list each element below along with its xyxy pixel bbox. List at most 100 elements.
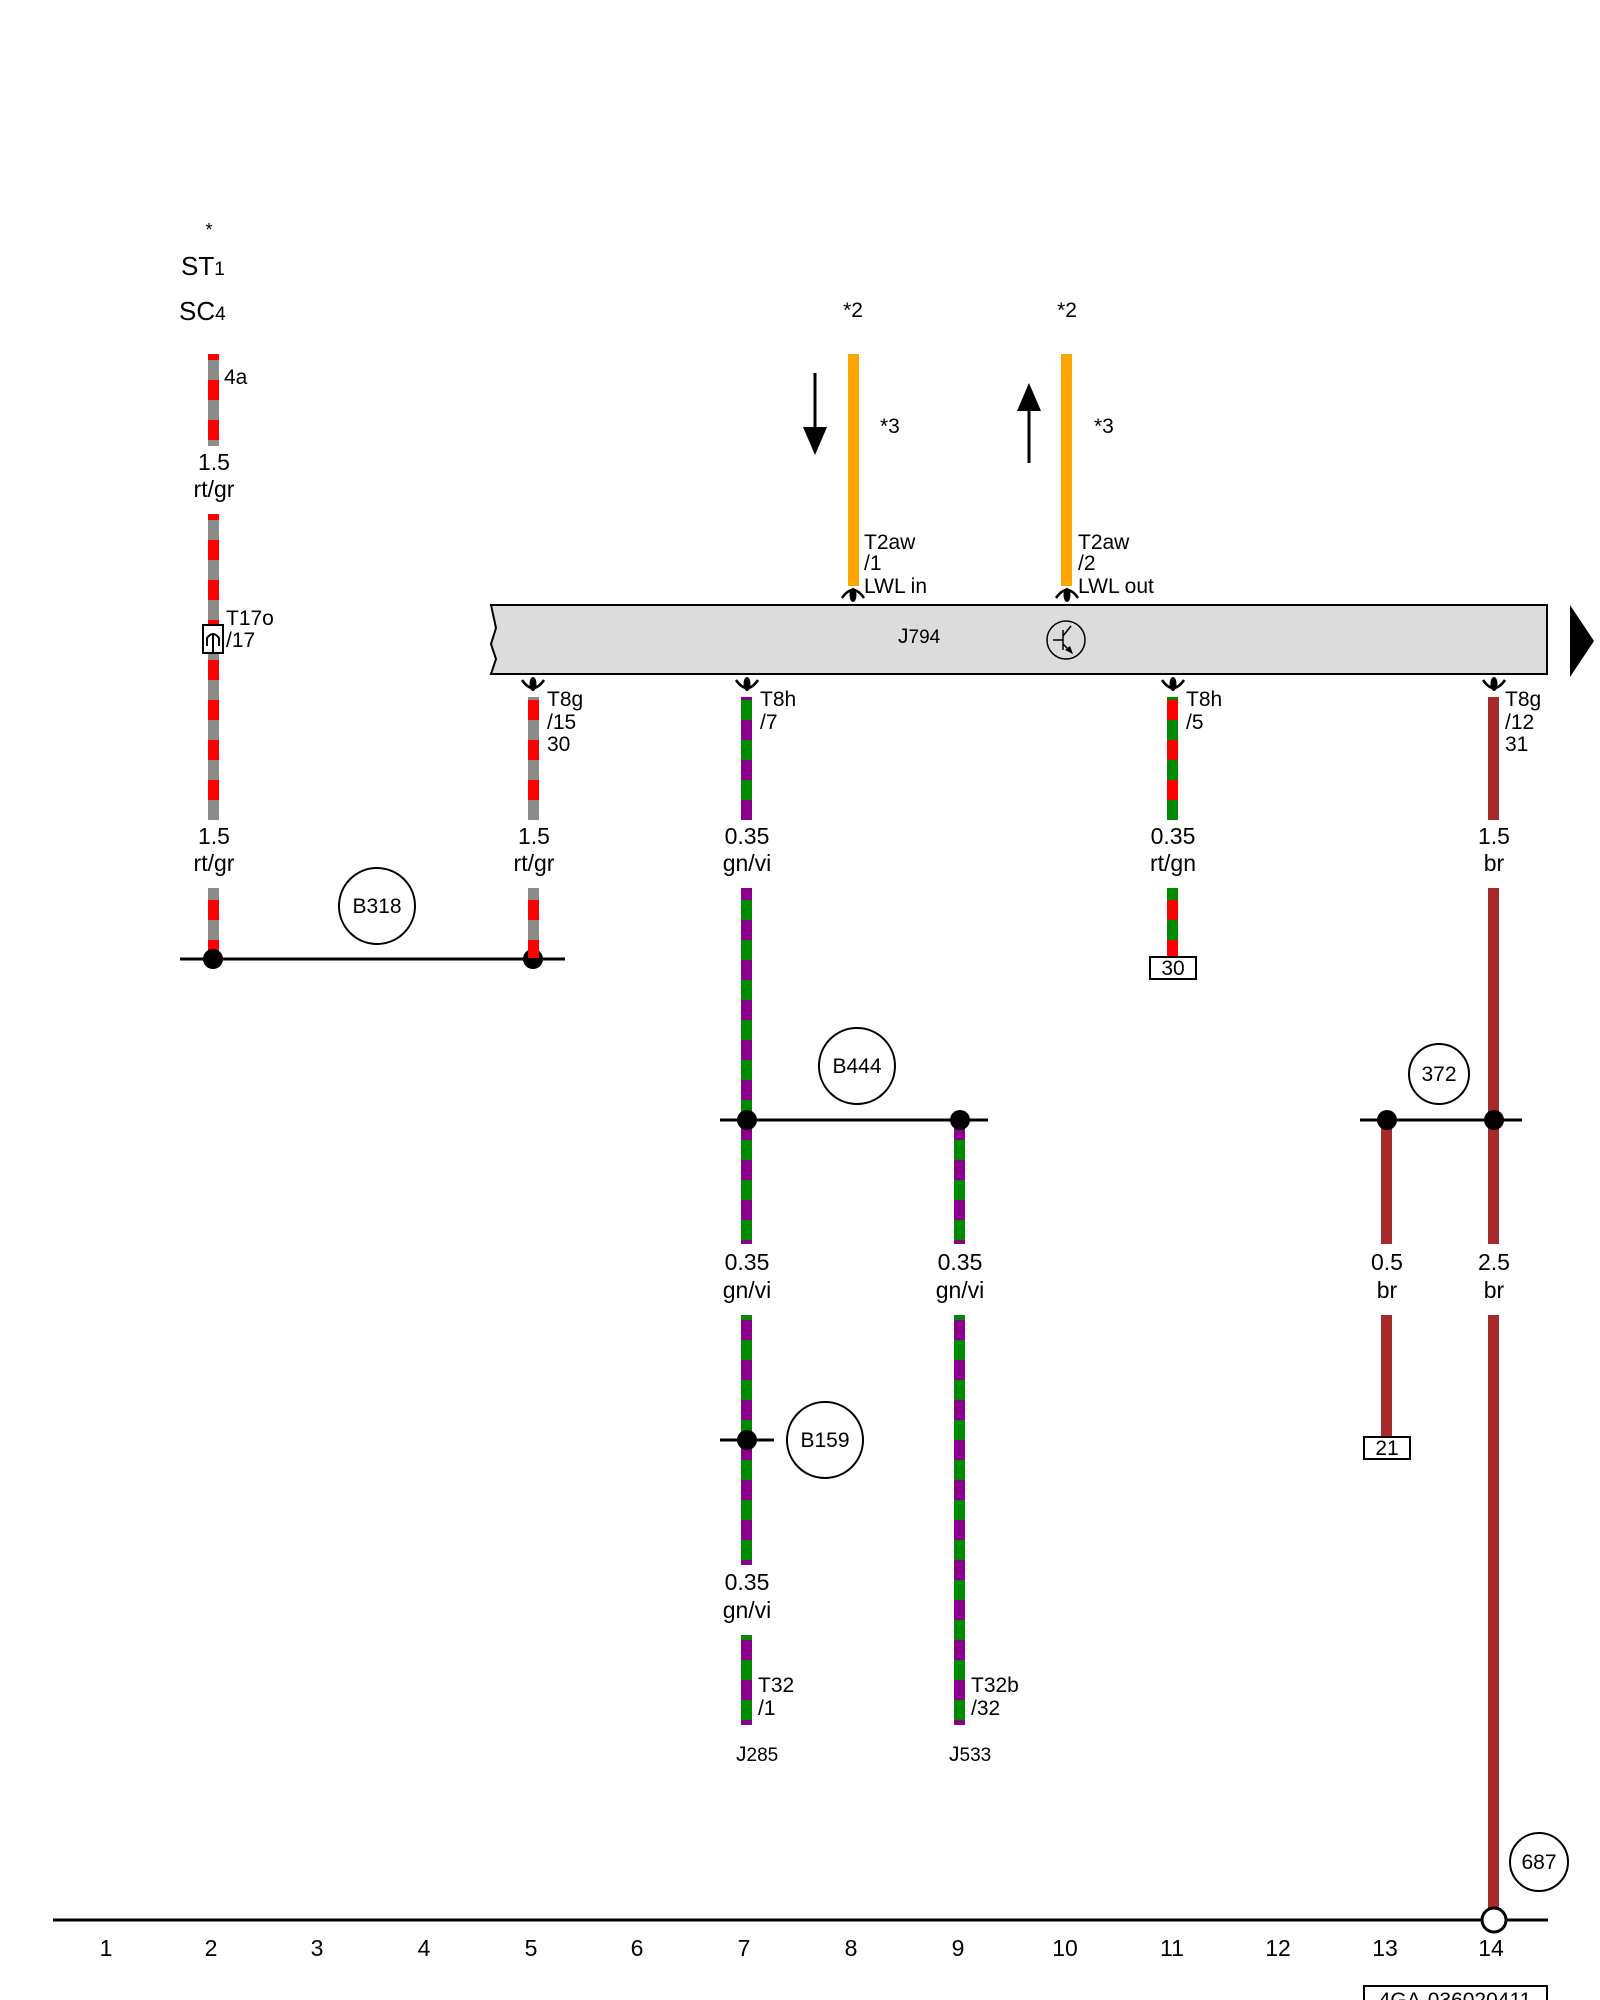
wire-gnvi-col7-mid [741,888,752,1244]
wire-rtgr-top [208,354,219,446]
wire-color: gn/vi [723,1597,772,1623]
wire-size: 1.5 [198,823,230,849]
wire-color: rt/gr [194,476,235,502]
connector-pin-icon [1481,677,1507,691]
fiber-note: *2 [843,299,863,322]
connector-t2aw-2-name: T2aw [1078,531,1130,554]
column-number: 13 [1372,1935,1398,1961]
fiber-note: *3 [1094,415,1114,438]
wire-rtgn-col11-bottom [1167,888,1178,958]
wire-color: rt/gr [194,850,235,876]
document-number-box [1363,1985,1548,2000]
transistor-icon [1046,620,1086,660]
column-number: 5 [525,1935,538,1961]
wire-size: 0.35 [725,823,770,849]
wire-rtgr-bottom [208,888,219,958]
fuse-pin-label: 4a [224,366,248,389]
wire-color: br [1484,1277,1505,1303]
connector-t8g-15-pin: /15 [547,711,576,734]
connector-t32-1-pin: /1 [758,1697,776,1720]
ground-connection-point [1480,1906,1508,1934]
splice-372-label: 372 [1421,1063,1456,1086]
splice-b318-label: B318 [352,895,401,918]
connector-t2aw-1-name: T2aw [864,531,916,554]
connector-t32-1-name: T32 [758,1674,794,1697]
column-number: 6 [631,1935,644,1961]
splice-b159-circle [786,1401,864,1479]
wire-gnvi-col7-top [741,697,752,820]
fiber-note: *3 [880,415,900,438]
wire-color: rt/gn [1150,850,1196,876]
connector-t8h-7-name: T8h [760,688,796,711]
connector-t2aw-1-signal: LWL in [864,575,927,598]
wire-rtgn-col11-top [1167,697,1178,820]
wire-rtgr-col5-bottom [528,888,539,958]
wire-color: br [1377,1277,1398,1303]
connector-t8h-5-name: T8h [1186,688,1222,711]
control-unit-j794-body [489,604,1548,675]
column-number: 12 [1265,1935,1291,1961]
splice-b318-circle [338,867,416,945]
wire-color: gn/vi [723,1277,772,1303]
splice-dot [1484,1110,1504,1130]
splice-372-circle [1408,1043,1470,1105]
column-number: 7 [738,1935,751,1961]
connector-pin-icon [1160,677,1186,691]
wire-color: gn/vi [723,850,772,876]
continuation-arrow-icon [1570,605,1594,677]
connector-t17o-name: T17o [226,607,274,630]
component-j285-label: J285 [736,1743,778,1766]
fuse-asterisk: * [205,220,212,240]
ground-687-circle [1509,1832,1569,1892]
wire-size: 0.35 [938,1249,983,1275]
connector-t2aw-1-pin: /1 [864,552,882,575]
splice-b444-label: B444 [832,1055,881,1078]
terminal-box-21 [1363,1436,1411,1460]
wire-rtgr-mid [208,514,219,820]
fiber-lwl-in [848,354,859,586]
connector-t17o-pin: /17 [226,629,255,652]
splice-b159-label: B159 [800,1429,849,1452]
wire-size: 1.5 [198,449,230,475]
wire-br-col14-lower [1488,1315,1499,1913]
splice-dot [203,949,223,969]
terminal-box-30-label: 30 [1161,957,1184,980]
wire-size: 0.35 [1151,823,1196,849]
wire-size: 2.5 [1478,1249,1510,1275]
terminal-box-21-label: 21 [1375,1437,1398,1460]
column-number: 9 [952,1935,965,1961]
column-number: 3 [311,1935,324,1961]
splice-dot [737,1430,757,1450]
column-number: 1 [100,1935,113,1961]
wire-br-col13-lower [1381,1315,1392,1440]
fuse-st-label: ST1 [181,251,225,281]
connector-t8h-7-pin: /7 [760,711,778,734]
connector-pin-icon [520,677,546,691]
wire-rtgr-col5-top [528,697,539,820]
connector-t32b-32-pin: /32 [971,1697,1000,1720]
connector-t32b-32-name: T32b [971,1674,1019,1697]
wire-gnvi-col9-top [954,1122,965,1244]
connector-t8g-15-name: T8g [547,688,583,711]
wire-size: 1.5 [518,823,550,849]
column-number-axis: 1 2 3 4 5 6 7 8 9 10 11 12 13 14 [100,1935,1504,1961]
arrow-up-icon [1017,383,1041,463]
arrow-down-icon [803,373,827,455]
document-number: 4GA-036020411 [1379,1989,1532,2000]
wire-color: rt/gr [514,850,555,876]
wire-gnvi-col7-end [741,1635,752,1725]
connector-pin-icon [1054,588,1080,602]
component-j533-label: J533 [949,1743,991,1766]
connector-t8g-12-term: 31 [1505,733,1528,756]
connector-t2aw-2-signal: LWL out [1078,575,1154,598]
wire-size: 0.35 [725,1249,770,1275]
connector-t17o-symbol [202,624,224,654]
control-unit-j794-label: J794 [898,625,941,648]
column-number: 2 [205,1935,218,1961]
connector-pin-icon [840,588,866,602]
column-number: 8 [845,1935,858,1961]
wire-size: 0.35 [725,1569,770,1595]
wire-color: gn/vi [936,1277,985,1303]
column-number: 11 [1160,1935,1184,1961]
